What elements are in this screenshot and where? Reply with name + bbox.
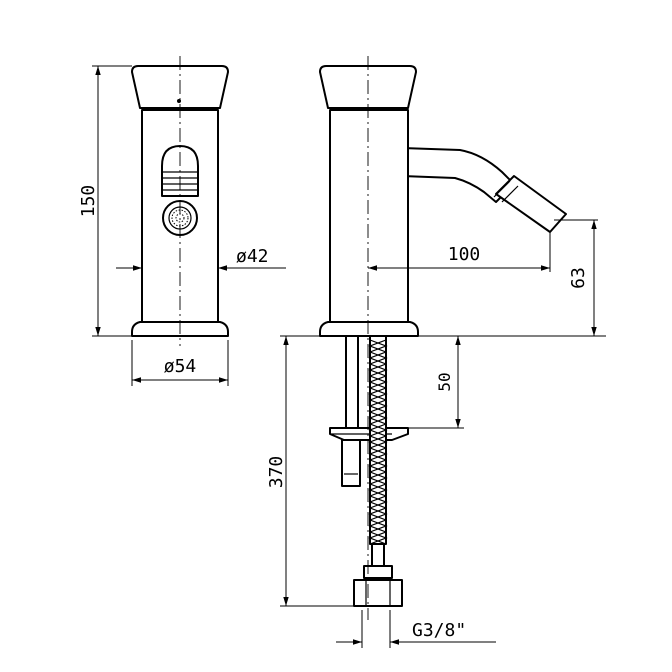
fixing-nut [341,439,361,487]
hose-end-ferrule [363,565,393,579]
side-spout [401,147,515,203]
hose-braid-zigzag [368,387,387,401]
hose-braid-zigzag [368,519,387,533]
hose-braid-zigzag [368,471,387,485]
dim-thread-length: 50 [435,372,454,391]
hose-braid-zigzag [369,387,388,401]
hose-braid-zigzag [369,459,388,473]
hose-braid-zigzag [369,423,388,437]
hose-braid-zigzag [368,531,387,545]
hose-braid-zigzag [368,495,387,509]
dim-base-diameter: ø54 [164,356,197,377]
hose-braid-zigzag [369,339,388,353]
hose-braid-zigzag [369,519,388,533]
hose-braid-zigzag [369,531,388,545]
hose-braid-zigzag [368,435,387,449]
dimensions: 150 ø42 ø54 100 63 50 370 G3/8" [78,65,606,648]
hose-braid-zigzag [368,339,387,353]
hose-braid-zigzag [368,423,387,437]
hose-braid-zigzag [369,471,388,485]
hose-braid-zigzag [369,375,388,389]
dim-hose-length: 370 [266,456,287,489]
hose-braid-zigzag [368,399,387,413]
hose-braid-zigzag [369,411,388,425]
dim-connection: G3/8" [412,620,466,641]
side-base [319,321,419,337]
hose-braid-zigzag [369,447,388,461]
front-view [131,56,229,346]
hose-braid-zigzag [369,363,388,377]
side-body [329,109,409,323]
hose-braid-zigzag [368,375,387,389]
threaded-rod [345,335,359,429]
hose-braid-zigzag [368,411,387,425]
hose-end-tube [371,543,385,567]
hose-braid-zigzag [368,363,387,377]
hose-braid-zigzag [369,495,388,509]
dim-spout-height: 63 [568,267,589,289]
hose-braid-zigzag [368,507,387,521]
hose-braid-zigzag [369,435,388,449]
hose-braid-zigzag [368,447,387,461]
side-view [319,56,567,620]
hose-braid-zigzag [368,459,387,473]
hose-braid-zigzag [369,507,388,521]
hose-braid-zigzag [369,483,388,497]
hose-braid-zigzag [369,399,388,413]
hose-braid [368,339,388,545]
dim-spout-reach: 100 [448,244,481,265]
hose-braid-zigzag [368,483,387,497]
hose-braid-zigzag [368,351,387,365]
dim-body-diameter: ø42 [236,246,269,267]
hose-braid-zigzag [369,351,388,365]
connection-nut [353,579,403,607]
dim-total-height: 150 [78,185,99,218]
